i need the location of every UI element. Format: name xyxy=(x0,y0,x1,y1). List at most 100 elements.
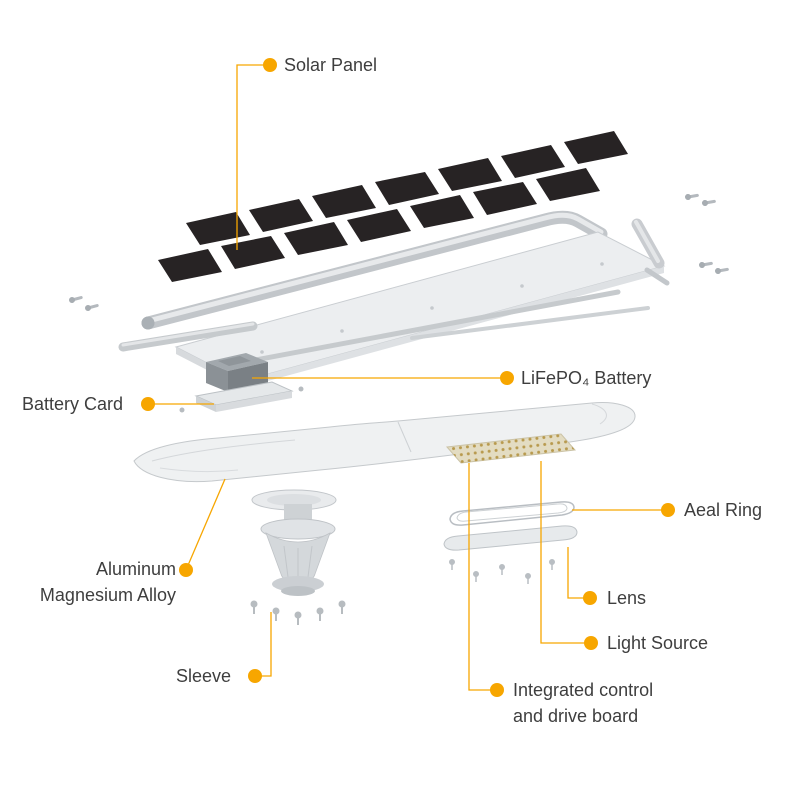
card-screw xyxy=(298,386,304,392)
lens-strip xyxy=(443,525,578,551)
solar-cell xyxy=(347,209,411,242)
sleeve-flange xyxy=(260,518,336,540)
screw-icon xyxy=(499,564,505,570)
solar-cell xyxy=(564,131,628,164)
solar-cell xyxy=(375,172,439,205)
battery-front xyxy=(206,362,228,392)
label-aluminum-magnesium-alloy: Aluminum Magnesium Alloy xyxy=(20,556,176,608)
solar-cell xyxy=(473,182,537,215)
integrated-board-dot xyxy=(490,683,504,697)
lens-body xyxy=(443,525,578,551)
aeal-ring-dot xyxy=(661,503,675,517)
solar-cell xyxy=(501,145,565,178)
arm-highlight xyxy=(634,220,660,263)
arm-piece xyxy=(644,267,670,286)
screw-icon xyxy=(294,611,302,619)
lamp-housing xyxy=(133,402,636,483)
sleeve-screws xyxy=(250,600,346,625)
lifepo4-battery-dot xyxy=(500,371,514,385)
label-aluminum-line1: Aluminum xyxy=(95,559,176,579)
label-integrated-line2: and drive board xyxy=(513,706,639,726)
label-sleeve: Sleeve xyxy=(176,666,232,686)
housing-body xyxy=(133,402,636,483)
light-source-dot xyxy=(584,636,598,650)
mounting-tube xyxy=(141,210,608,330)
solar-cell xyxy=(312,185,376,218)
label-aluminum-line2: Magnesium Alloy xyxy=(39,585,176,605)
left-bracket-bar xyxy=(118,321,258,352)
housing-notch xyxy=(397,421,412,453)
solar-panel-dot xyxy=(263,58,277,72)
screw-hole xyxy=(430,306,434,310)
solar-cell xyxy=(284,222,348,255)
housing-inner-arc xyxy=(159,467,239,473)
backsheet-side-front xyxy=(242,266,664,388)
connector-solar-panel xyxy=(236,64,270,250)
screw-hole xyxy=(520,284,524,288)
screw-icon xyxy=(699,261,713,268)
seal-ring xyxy=(449,501,575,526)
short-rail xyxy=(410,306,650,340)
screw-icon xyxy=(449,559,455,565)
connector-aluminum-alloy xyxy=(185,478,226,571)
screw-icon xyxy=(715,267,729,274)
sleeve-base-inner xyxy=(281,586,315,596)
left-bracket-highlight xyxy=(121,322,255,347)
label-lens: Lens xyxy=(607,588,647,608)
tube-highlight xyxy=(145,212,604,324)
led-light-source xyxy=(445,433,577,464)
housing-contour xyxy=(151,439,296,462)
screw-icon xyxy=(685,193,699,200)
screw-hole xyxy=(600,262,604,266)
label-lifepo4-battery: LiFePO₄ Battery xyxy=(521,368,652,388)
solar-cell xyxy=(158,249,222,282)
screw-icon xyxy=(316,607,324,615)
connector-lens xyxy=(567,547,590,599)
aluminum-alloy-dot xyxy=(179,563,193,577)
tube-end-cap xyxy=(141,316,155,330)
sleeve-rib xyxy=(307,545,313,578)
screw-icon xyxy=(549,559,555,565)
label-solar-panel: Solar Panel xyxy=(284,55,378,75)
card-screw xyxy=(179,407,185,413)
led-dot-grid xyxy=(447,434,575,463)
battery-card-dot xyxy=(141,397,155,411)
label-light-source: Light Source xyxy=(607,633,709,653)
bracket-arm xyxy=(631,218,670,286)
connector-light-source xyxy=(540,461,591,644)
gasket-inner xyxy=(267,494,321,506)
callout-dots xyxy=(141,58,675,697)
solar-cell xyxy=(221,236,285,269)
ring-inner xyxy=(456,503,568,522)
screw-icon xyxy=(69,296,83,303)
screw-hole xyxy=(340,329,344,333)
connector-sleeve xyxy=(255,612,272,677)
screw-hole xyxy=(260,350,264,354)
sleeve-rib xyxy=(283,545,289,578)
sleeve-dot xyxy=(248,669,262,683)
solar-cell-array xyxy=(158,131,628,282)
screw-icon xyxy=(85,304,99,311)
solar-cell xyxy=(249,199,313,232)
solar-cell xyxy=(438,158,502,191)
card-lip-front xyxy=(216,391,292,412)
screw-icon xyxy=(702,199,716,206)
body-screws xyxy=(449,559,555,584)
sleeve-mount xyxy=(250,489,346,625)
battery-top-detail xyxy=(218,356,251,366)
side-rails xyxy=(118,289,650,367)
screw-icon xyxy=(473,571,479,577)
label-aeal-ring: Aeal Ring xyxy=(684,500,763,520)
solar-cell xyxy=(186,212,250,245)
solar-cell xyxy=(410,195,474,228)
screw-icon xyxy=(338,600,346,608)
lens-dot xyxy=(583,591,597,605)
connector-integrated-board xyxy=(468,463,497,691)
label-integrated-line1: Integrated control xyxy=(513,680,654,700)
solar-cell xyxy=(536,168,600,201)
loose-screws xyxy=(69,193,729,311)
ring-outline xyxy=(449,501,575,526)
housing-right-edge xyxy=(591,403,607,425)
